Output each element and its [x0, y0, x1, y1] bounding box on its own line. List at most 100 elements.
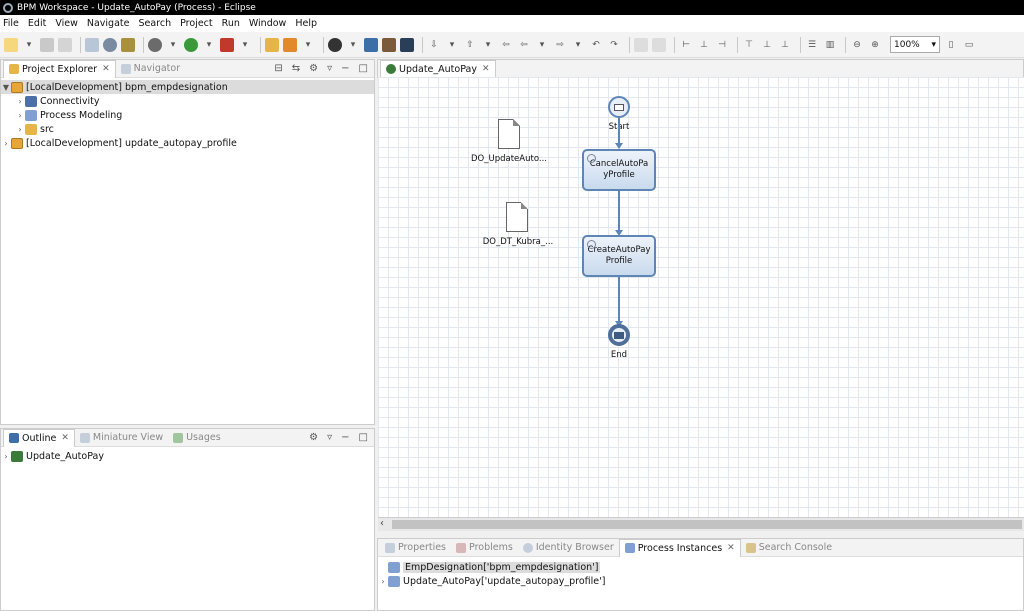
- chevron-right-icon[interactable]: ›: [18, 124, 22, 134]
- terminal-icon[interactable]: [400, 37, 414, 52]
- dropdown-icon[interactable]: ▾: [170, 39, 176, 50]
- copy-icon[interactable]: [634, 37, 648, 52]
- sequence-flow[interactable]: [618, 191, 620, 231]
- chevron-right-icon[interactable]: ›: [4, 451, 8, 461]
- outline-item-update-autopay[interactable]: › Update_AutoPay: [1, 449, 374, 463]
- filter-icon[interactable]: ⚙: [309, 63, 319, 74]
- menu-search[interactable]: Search: [138, 18, 172, 29]
- chevron-left-icon[interactable]: ‹: [380, 518, 384, 529]
- tab-identity-browser[interactable]: Identity Browser: [518, 539, 619, 557]
- align-center-icon[interactable]: ⊥: [700, 39, 708, 50]
- menu-help[interactable]: Help: [295, 18, 317, 29]
- deploy-icon[interactable]: [283, 37, 297, 52]
- align-left-icon[interactable]: ⊢: [682, 39, 690, 50]
- open-type-icon[interactable]: [85, 37, 99, 52]
- chevron-right-icon[interactable]: ›: [18, 110, 22, 120]
- dropdown-icon[interactable]: ▾: [206, 39, 212, 50]
- tree-item-bpm-empdesignation[interactable]: ▼ [LocalDevelopment] bpm_empdesignation: [1, 80, 374, 94]
- new-icon[interactable]: [4, 37, 18, 52]
- undo-icon[interactable]: ↶: [592, 39, 600, 50]
- sequence-flow[interactable]: [618, 118, 620, 144]
- maximize-icon[interactable]: □: [358, 63, 368, 74]
- redo-icon[interactable]: ↷: [610, 39, 618, 50]
- tab-navigator[interactable]: Navigator: [116, 60, 185, 78]
- collapse-all-icon[interactable]: ⊟: [274, 63, 283, 74]
- back-icon[interactable]: ⇦: [520, 39, 528, 50]
- horizontal-scrollbar[interactable]: ‹: [378, 517, 1024, 531]
- dropdown-icon[interactable]: ▾: [26, 39, 32, 50]
- paste-icon[interactable]: [652, 37, 666, 52]
- tab-miniature-view[interactable]: Miniature View: [75, 429, 168, 447]
- sequence-flow[interactable]: [618, 277, 620, 322]
- zoom-select[interactable]: 100% ▾: [890, 36, 940, 53]
- tree-item-connectivity[interactable]: › Connectivity: [1, 94, 374, 108]
- tab-usages[interactable]: Usages: [168, 429, 226, 447]
- dropdown-icon[interactable]: ▾: [242, 39, 248, 50]
- maximize-icon[interactable]: □: [358, 432, 368, 443]
- debug-icon[interactable]: [148, 37, 162, 52]
- dropdown-icon[interactable]: ▾: [575, 39, 581, 50]
- data-object-icon[interactable]: [506, 202, 528, 232]
- instance-item-empdesignation[interactable]: EmpDesignation['bpm_empdesignation']: [378, 560, 1023, 574]
- user-icon[interactable]: [328, 37, 342, 52]
- build-icon[interactable]: [121, 37, 135, 52]
- minimize-icon[interactable]: −: [341, 432, 350, 443]
- view-menu-icon[interactable]: ▿: [327, 63, 333, 74]
- console-icon[interactable]: [364, 37, 378, 52]
- menu-window[interactable]: Window: [248, 18, 287, 29]
- tab-properties[interactable]: Properties: [380, 539, 451, 557]
- tab-problems[interactable]: Problems: [451, 539, 518, 557]
- save-icon[interactable]: [40, 37, 54, 52]
- dropdown-icon[interactable]: ▾: [485, 39, 491, 50]
- filter-icon[interactable]: ⚙: [309, 432, 319, 443]
- zoom-out-icon[interactable]: ⊖: [853, 39, 861, 50]
- end-event[interactable]: [608, 324, 630, 346]
- tree-item-process-modeling[interactable]: › Process Modeling: [1, 108, 374, 122]
- menu-run[interactable]: Run: [221, 18, 240, 29]
- chevron-right-icon[interactable]: ›: [18, 96, 22, 106]
- open-folder-icon[interactable]: [265, 37, 279, 52]
- align-right-icon[interactable]: ⊣: [718, 39, 726, 50]
- menu-edit[interactable]: Edit: [27, 18, 47, 29]
- menu-view[interactable]: View: [55, 18, 78, 29]
- dropdown-icon[interactable]: ▾: [305, 39, 311, 50]
- same-width-icon[interactable]: ☰: [807, 39, 817, 50]
- align-middle-icon[interactable]: ⊥: [763, 39, 771, 50]
- forward-icon[interactable]: ⇨: [556, 39, 564, 50]
- close-icon[interactable]: ✕: [61, 433, 69, 443]
- align-top-icon[interactable]: ⊤: [745, 39, 753, 50]
- tab-project-explorer[interactable]: Project Explorer ✕: [3, 59, 116, 78]
- last-edit-icon[interactable]: ⇦: [502, 39, 510, 50]
- link-editor-icon[interactable]: ⇆: [291, 63, 301, 74]
- tab-update-autopay[interactable]: Update_AutoPay ✕: [380, 59, 496, 78]
- dropdown-icon[interactable]: ▾: [449, 39, 455, 50]
- same-height-icon[interactable]: ▥: [825, 39, 835, 50]
- close-icon[interactable]: ✕: [481, 64, 490, 74]
- minimize-icon[interactable]: −: [341, 63, 350, 74]
- next-annotation-icon[interactable]: ⇩: [430, 39, 438, 50]
- prev-annotation-icon[interactable]: ⇧: [466, 39, 474, 50]
- dropdown-icon[interactable]: ▾: [539, 39, 545, 50]
- toggle-grid-icon[interactable]: ▯: [948, 39, 954, 50]
- tree-item-src[interactable]: › src: [1, 122, 374, 136]
- run-icon[interactable]: [184, 37, 198, 52]
- view-menu-icon[interactable]: ▿: [327, 432, 333, 443]
- data-object-icon[interactable]: [498, 119, 520, 149]
- format-painter-icon[interactable]: [382, 37, 396, 52]
- toggle-ruler-icon[interactable]: ▭: [964, 39, 974, 50]
- external-tools-icon[interactable]: [220, 37, 234, 52]
- tree-item-update-autopay-profile[interactable]: › [LocalDevelopment] update_autopay_prof…: [1, 136, 374, 150]
- task-cancel-autopay-profile[interactable]: CancelAutoPa yProfile: [582, 149, 656, 191]
- chevron-right-icon[interactable]: ›: [381, 576, 385, 586]
- process-diagram-canvas[interactable]: Start CancelAutoPa yProfile CreateAutoPa…: [378, 77, 1024, 517]
- menu-file[interactable]: File: [3, 18, 19, 29]
- close-icon[interactable]: ✕: [102, 64, 110, 74]
- close-icon[interactable]: ✕: [727, 543, 735, 553]
- task-create-autopay-profile[interactable]: CreateAutoPay Profile: [582, 235, 656, 277]
- dropdown-icon[interactable]: ▾: [350, 39, 356, 50]
- scrollbar-thumb[interactable]: [392, 520, 1022, 529]
- tab-process-instances[interactable]: Process Instances ✕: [618, 538, 741, 557]
- chevron-down-icon[interactable]: ▼: [2, 82, 10, 92]
- menu-project[interactable]: Project: [180, 18, 213, 29]
- zoom-in-icon[interactable]: ⊕: [871, 39, 879, 50]
